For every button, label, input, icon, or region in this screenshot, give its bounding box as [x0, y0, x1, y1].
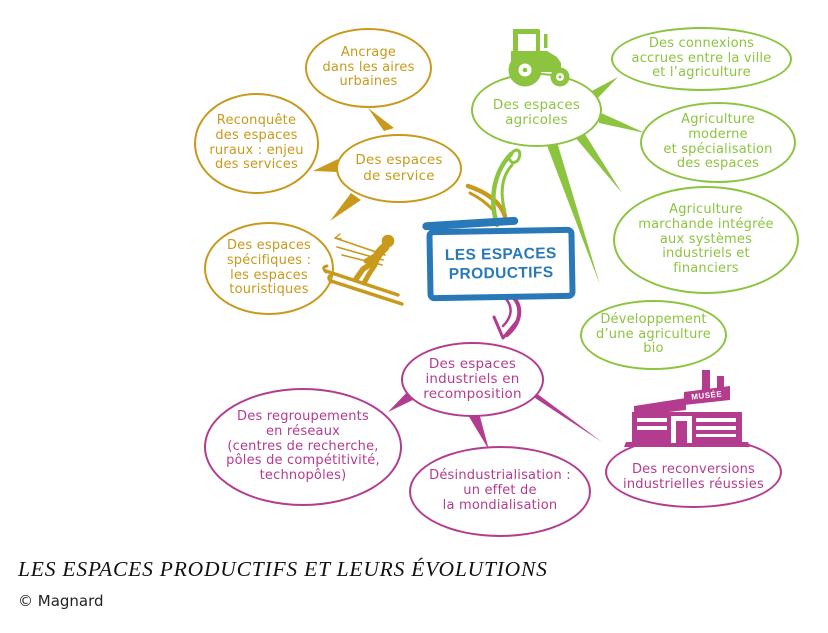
node-label: Agriculture moderne et spécialisation de… [663, 112, 773, 172]
tractor-icon [508, 29, 570, 87]
central-topic-label: LES ESPACES PRODUCTIFS [444, 244, 557, 283]
connector-industriels-reconversions [528, 387, 602, 442]
node-label: Ancrage dans les aires urbaines [322, 44, 415, 90]
node-ancrage-aires-urbaines: Ancrage dans les aires urbaines [305, 28, 432, 108]
skier-icon [322, 233, 404, 306]
museum-factory-icon: MUSÉE [624, 370, 750, 447]
arrow-center-agricoles-head [508, 148, 522, 164]
node-agriculture-bio: Développement d’une agriculture bio [580, 300, 727, 370]
connector-industriels-desindustrialisation [468, 413, 489, 450]
node-label: Développement d’une agriculture bio [596, 311, 711, 357]
node-label: Des reconversions industrielles réussies [623, 462, 764, 492]
connector-service-reconquete [313, 159, 339, 172]
node-reconversions-industrielles: Des reconversions industrielles réussies [605, 436, 782, 508]
node-espaces-industriels: Des espaces industriels en recomposition [401, 342, 544, 417]
node-espaces-touristiques: Des espaces spécifiques : les espaces to… [204, 222, 334, 315]
arrow-center-industriels-head [492, 315, 520, 340]
connector-agricoles-marchande [574, 131, 622, 193]
node-label: Désindustrialisation : un effet de la mo… [429, 468, 571, 513]
node-label: Des espaces agricoles [492, 96, 581, 128]
connector-service-specifiques [330, 193, 361, 221]
node-regroupements-reseaux: Des regroupements en réseaux (centres de… [204, 388, 402, 506]
figure-caption: LES ESPACES PRODUCTIFS ET LEURS ÉVOLUTIO… [18, 557, 548, 581]
arrow-center-agricoles-inner [500, 163, 514, 214]
connector-agricoles-bio [546, 142, 600, 285]
node-label: Des espaces industriels en recomposition [423, 355, 522, 403]
node-agriculture-marchande: Agriculture marchande intégrée aux systè… [613, 186, 799, 294]
node-desindustrialisation: Désindustrialisation : un effet de la mo… [409, 446, 591, 537]
connector-service-ancrage [368, 108, 394, 131]
arrow-center-industriels-inner [501, 297, 512, 328]
node-label: Des espaces spécifiques : les espaces to… [226, 238, 312, 298]
connector-agricoles-moderne [599, 112, 645, 133]
node-label: Reconquête des espaces ruraux : enjeu de… [209, 113, 304, 173]
node-label: Des espaces de service [355, 152, 443, 184]
arrow-center-service [465, 183, 508, 219]
node-reconquete-espaces-ruraux: Reconquête des espaces ruraux : enjeu de… [194, 93, 319, 194]
central-topic-box: LES ESPACES PRODUCTIFS [426, 226, 576, 302]
node-label: Agriculture marchande intégrée aux systè… [638, 202, 774, 277]
copyright-credit: © Magnard [18, 592, 104, 610]
node-label: Des connexions accrues entre la ville et… [631, 35, 772, 81]
node-label: Des regroupements en réseaux (centres de… [226, 409, 380, 484]
node-connexions-ville-agriculture: Des connexions accrues entre la ville et… [611, 27, 792, 91]
node-agriculture-moderne: Agriculture moderne et spécialisation de… [640, 102, 796, 183]
node-espaces-de-service: Des espaces de service [336, 134, 462, 203]
museum-sign-label: MUSÉE [691, 389, 723, 401]
